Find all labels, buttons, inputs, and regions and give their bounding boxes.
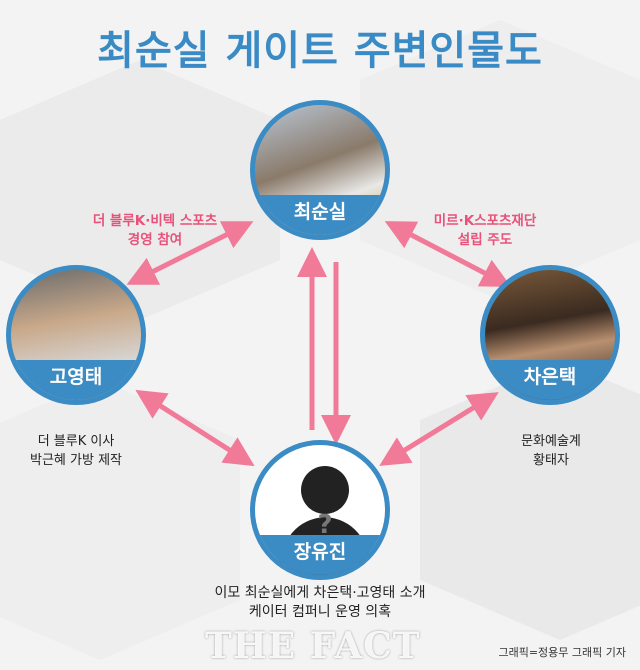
relation-label-right: 미르·K스포츠재단 설립 주도 (433, 213, 537, 248)
graphic-credit: 그래픽=정용무 그래픽 기자 (498, 646, 626, 659)
arrow-left-top (126, 221, 254, 285)
node-label: 고영태 (11, 360, 141, 400)
arrow-right-bottom (379, 392, 499, 466)
caption-right: 문화예술계 황태자 (521, 434, 581, 468)
page-title: 최순실 게이트 주변인물도 (97, 28, 543, 74)
node-choi-soon-sil[interactable]: 최순실 (250, 100, 390, 240)
node-go-young-tae[interactable]: 고영태 (6, 265, 146, 405)
node-label: 장유진 (255, 535, 385, 575)
node-label: 차은택 (485, 360, 615, 400)
caption-bottom: 이모 최순실에게 차은택·고영태 소개 케이터 컴퍼니 운영 의혹 (214, 585, 426, 620)
node-jang-yu-jin[interactable]: ? 장유진 (250, 440, 390, 580)
relation-label-left: 더 블루K·비텍 스포츠 경영 참여 (92, 213, 218, 248)
node-cha-eun-taek[interactable]: 차은택 (480, 265, 620, 405)
svg-text:?: ? (317, 510, 332, 540)
watermark-logo: THE FACT (205, 625, 421, 667)
caption-left: 더 블루K 이사 박근혜 가방 제작 (30, 434, 122, 468)
arrow-right-top (384, 221, 512, 287)
node-label: 최순실 (255, 195, 385, 235)
arrow-left-bottom (135, 389, 255, 467)
